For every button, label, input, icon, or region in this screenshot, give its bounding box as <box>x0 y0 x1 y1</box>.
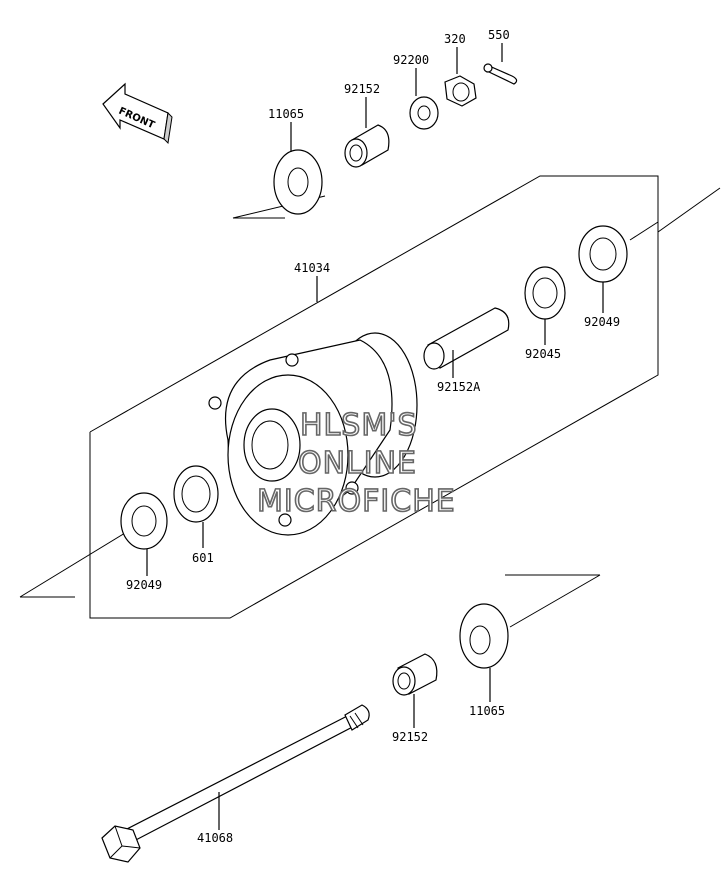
hub-assembly-outline <box>19 175 721 619</box>
axle-assembly-outline <box>505 574 601 628</box>
label-92049-right: 92049 <box>584 315 620 329</box>
label-92049-left: 92049 <box>126 578 162 592</box>
leader-lines <box>146 43 604 830</box>
label-11065-bottom: 11065 <box>469 704 505 718</box>
label-92200: 92200 <box>393 53 429 67</box>
label-92152A: 92152A <box>437 380 481 394</box>
bearing-92045 <box>524 266 566 320</box>
label-41068: 41068 <box>197 831 233 845</box>
washer-92200 <box>409 96 439 130</box>
collar-92152-bottom <box>392 653 438 696</box>
seal-11065-bottom <box>459 603 509 669</box>
label-92152-top: 92152 <box>344 82 380 96</box>
seal-11065-top <box>273 149 323 215</box>
label-550: 550 <box>488 28 510 42</box>
label-11065-top: 11065 <box>268 107 304 121</box>
label-41034: 41034 <box>294 261 330 275</box>
watermark-line1: HLSM'S <box>300 408 418 443</box>
watermark-line2: ONLINE <box>298 446 417 481</box>
seal-92049-right <box>578 225 628 283</box>
label-320: 320 <box>444 32 466 46</box>
label-601: 601 <box>192 551 214 565</box>
bearing-601 <box>173 465 219 523</box>
collar-92152-top <box>344 124 390 168</box>
cotter-pin-550 <box>483 63 518 85</box>
castle-nut-320 <box>444 75 477 107</box>
label-92045: 92045 <box>525 347 561 361</box>
watermark: HLSM'S ONLINE MICROFICHE <box>256 407 456 520</box>
front-arrow-icon: FRONT <box>102 82 173 145</box>
spacer-92152A <box>423 307 510 370</box>
watermark-line3: MICROFICHE <box>257 484 456 519</box>
label-92152-bottom: 92152 <box>392 730 428 744</box>
wheel-hub-41034 <box>208 332 418 536</box>
seal-92049-left <box>120 492 168 550</box>
axle-41068 <box>101 704 370 863</box>
